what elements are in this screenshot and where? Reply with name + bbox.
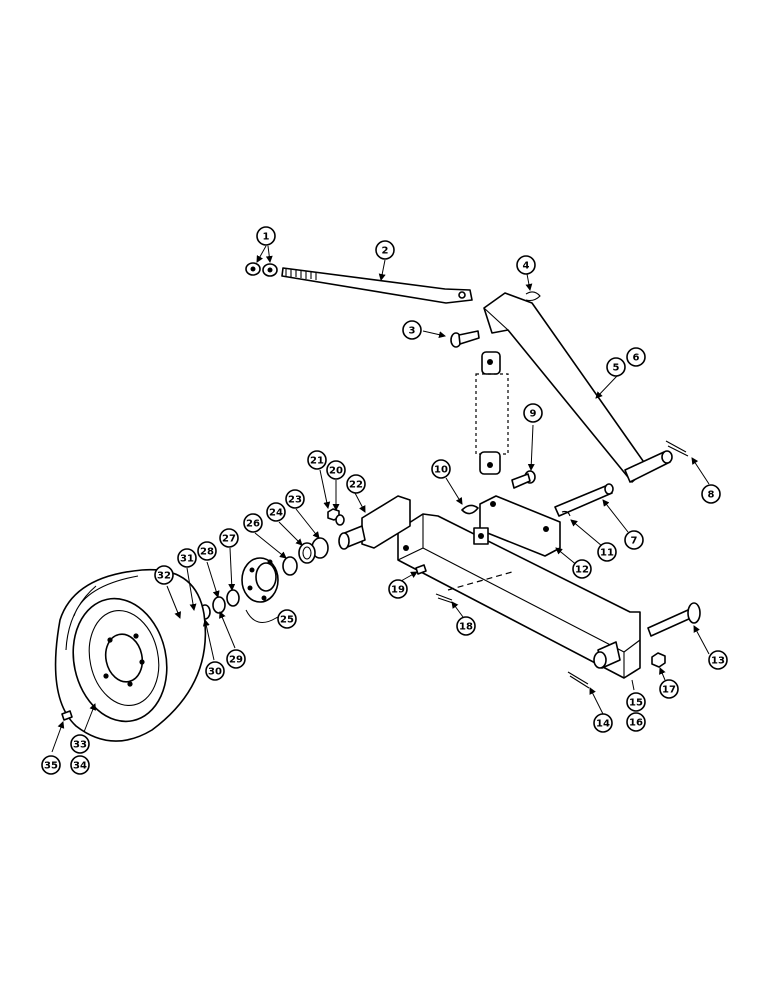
pivot-bolt [647, 602, 701, 637]
clip-pin [435, 593, 454, 604]
svg-text:14: 14 [596, 719, 610, 730]
svg-text:9: 9 [530, 409, 537, 420]
svg-text:20: 20 [329, 466, 343, 477]
callout-30: 30 [205, 661, 225, 681]
threaded-rod [281, 267, 473, 304]
svg-text:35: 35 [44, 761, 58, 772]
alignment-line [447, 571, 513, 591]
svg-text:21: 21 [310, 456, 324, 467]
svg-text:30: 30 [208, 667, 222, 678]
callout-19: 19 [388, 579, 408, 599]
svg-text:7: 7 [631, 536, 638, 547]
svg-text:5: 5 [613, 363, 620, 374]
bolt-vertical [511, 470, 536, 489]
callout-26: 26 [243, 513, 263, 533]
svg-text:10: 10 [434, 465, 448, 476]
swing-arm [483, 292, 673, 483]
svg-text:2: 2 [382, 246, 389, 257]
callout-35: 35 [41, 755, 61, 775]
callout-20: 20 [326, 460, 346, 480]
cotter-pin [665, 440, 689, 457]
callout-7: 7 [624, 530, 644, 550]
callout-23: 23 [285, 489, 305, 509]
callout-9: 9 [523, 403, 543, 423]
cotter-pin-lower [567, 671, 590, 689]
callout-5: 5 [606, 357, 626, 377]
callout-6: 6 [626, 347, 646, 367]
svg-text:29: 29 [229, 655, 243, 666]
leader-lines [51, 245, 710, 753]
svg-text:32: 32 [157, 571, 171, 582]
callout-15: 15 [626, 692, 646, 712]
spring-washer [461, 504, 479, 515]
svg-text:26: 26 [246, 519, 260, 530]
callout-33: 33 [70, 734, 90, 754]
callout-29: 29 [226, 649, 246, 669]
svg-text:6: 6 [633, 353, 640, 364]
callout-24: 24 [266, 502, 286, 522]
svg-text:17: 17 [662, 685, 676, 696]
svg-text:34: 34 [73, 761, 87, 772]
svg-text:13: 13 [711, 656, 725, 667]
callout-11: 11 [597, 542, 617, 562]
hex-nut [651, 652, 666, 668]
wheel-bolt [61, 710, 73, 721]
callout-21: 21 [307, 450, 327, 470]
callout-18: 18 [456, 616, 476, 636]
svg-text:25: 25 [280, 615, 294, 626]
bolt [450, 330, 480, 348]
wheel-tire [54, 568, 207, 742]
callout-32: 32 [154, 565, 174, 585]
callout-31: 31 [177, 548, 197, 568]
svg-text:8: 8 [708, 490, 715, 501]
nut-pair [245, 262, 278, 277]
seal-ring [282, 556, 298, 576]
shock-absorber [475, 351, 509, 475]
svg-text:11: 11 [600, 548, 614, 559]
callout-1: 1 [256, 226, 276, 246]
retaining-clip [561, 510, 571, 517]
spindle-plate [338, 495, 411, 550]
callout-12: 12 [572, 559, 592, 579]
callout-8: 8 [701, 484, 721, 504]
svg-text:18: 18 [459, 622, 473, 633]
callout-13: 13 [708, 650, 728, 670]
callout-22: 22 [346, 474, 366, 494]
outer-bearing [298, 537, 329, 564]
svg-text:1: 1 [263, 232, 270, 243]
callout-28: 28 [197, 541, 217, 561]
svg-text:12: 12 [575, 565, 589, 576]
svg-text:24: 24 [269, 508, 283, 519]
axle-beam [397, 513, 641, 679]
svg-text:23: 23 [288, 495, 302, 506]
callout-25: 25 [277, 609, 297, 629]
callouts: 1 2 3 4 5 6 7 8 9 10 11 12 13 14 15 16 1… [41, 226, 728, 775]
svg-text:22: 22 [349, 480, 363, 491]
spring-clip [525, 291, 541, 302]
svg-text:3: 3 [409, 326, 416, 337]
svg-text:19: 19 [391, 585, 405, 596]
svg-text:16: 16 [629, 718, 643, 729]
callout-16: 16 [626, 712, 646, 732]
svg-text:27: 27 [222, 534, 236, 545]
callout-10: 10 [431, 459, 451, 479]
callout-17: 17 [659, 679, 679, 699]
callout-27: 27 [219, 528, 239, 548]
svg-text:15: 15 [629, 698, 643, 709]
svg-text:33: 33 [73, 740, 87, 751]
callout-14: 14 [593, 713, 613, 733]
callout-2: 2 [375, 240, 395, 260]
svg-text:31: 31 [180, 554, 194, 565]
svg-text:28: 28 [200, 547, 214, 558]
callout-34: 34 [70, 755, 90, 775]
callout-3: 3 [402, 320, 422, 340]
long-pin [554, 483, 614, 517]
spindle-washer-nut [327, 508, 345, 526]
callout-4: 4 [516, 255, 536, 275]
svg-text:4: 4 [523, 261, 530, 272]
